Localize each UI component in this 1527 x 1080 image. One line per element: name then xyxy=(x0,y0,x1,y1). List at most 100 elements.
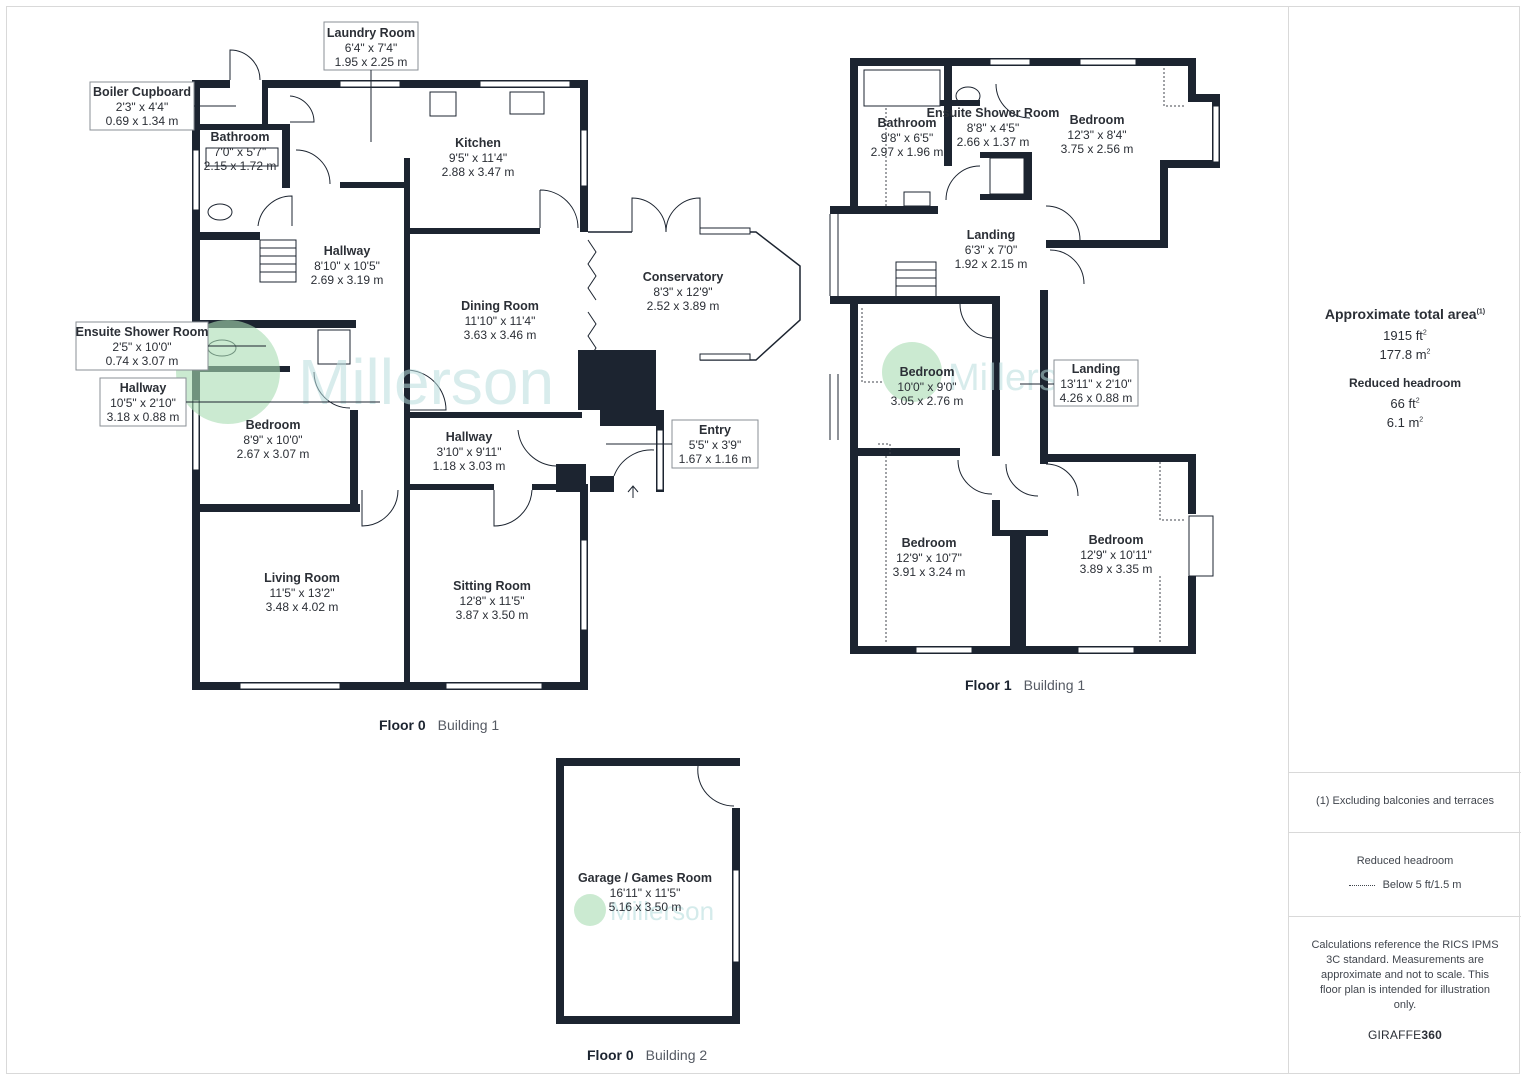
door[interactable] xyxy=(945,165,981,201)
door[interactable] xyxy=(957,459,993,495)
room-name: Garage / Games Room xyxy=(578,871,712,885)
building-label: Building 1 xyxy=(1024,677,1086,693)
wall xyxy=(1188,576,1196,654)
door[interactable] xyxy=(313,371,351,409)
wall xyxy=(200,232,260,240)
room-name: Bedroom xyxy=(900,365,955,379)
door[interactable] xyxy=(1045,205,1081,241)
wall xyxy=(980,152,1030,158)
room-dim-imperial: 9'5" x 11'4" xyxy=(449,151,507,165)
wall xyxy=(282,124,290,188)
floor-plan-drawing: Millerson Millerson Millerson Laundry Ro… xyxy=(75,21,1220,1063)
wall xyxy=(350,410,358,510)
wall xyxy=(404,484,410,684)
door[interactable] xyxy=(995,83,1031,119)
callout-box xyxy=(99,377,187,427)
room-name: Dining Room xyxy=(461,299,539,313)
callout-box xyxy=(323,21,419,71)
window xyxy=(192,149,200,211)
door[interactable] xyxy=(361,489,399,527)
door[interactable] xyxy=(257,195,293,227)
floor1-building1-plan xyxy=(829,58,1220,654)
room-name: Boiler Cupboard xyxy=(93,85,191,99)
gallery-window xyxy=(829,214,839,440)
room-dim-metric: 1.18 x 3.03 m xyxy=(433,459,506,473)
room-dim-metric: 3.89 x 3.35 m xyxy=(1080,562,1153,576)
window xyxy=(445,682,543,690)
room-dim-imperial: 8'8" x 4'5" xyxy=(967,121,1019,135)
wall xyxy=(196,124,290,130)
window xyxy=(239,682,341,690)
wall xyxy=(992,300,1000,456)
divider xyxy=(1289,772,1521,773)
wall xyxy=(404,412,582,418)
room-name: Ensuite Shower Room xyxy=(927,106,1060,120)
room-dim-metric: 2.52 x 3.89 m xyxy=(647,299,720,313)
door[interactable] xyxy=(697,765,735,807)
door[interactable] xyxy=(1049,249,1085,285)
room-dim-metric: 3.75 x 2.56 m xyxy=(1061,142,1134,156)
door[interactable] xyxy=(493,489,533,527)
room-dim-metric: 3.18 x 0.88 m xyxy=(107,410,180,424)
room-name: Landing xyxy=(1072,362,1121,376)
wall xyxy=(992,530,1048,536)
disclaimer: Calculations reference the RICS IPMS 3C … xyxy=(1311,939,1499,1011)
room-name: Bedroom xyxy=(1089,533,1144,547)
room-name: Entry xyxy=(699,423,731,437)
room-name: Conservatory xyxy=(643,270,724,284)
room-dim-imperial: 2'3" x 4'4" xyxy=(116,100,168,114)
floor-label: Floor 1 xyxy=(965,677,1012,693)
callout-box xyxy=(671,419,759,469)
divider xyxy=(1289,832,1521,833)
door[interactable] xyxy=(295,149,331,185)
door[interactable] xyxy=(959,303,995,339)
door[interactable] xyxy=(405,369,447,411)
room-name: Bathroom xyxy=(877,116,936,130)
wall xyxy=(340,182,408,188)
door[interactable] xyxy=(613,449,655,477)
room-name: Living Room xyxy=(264,571,340,585)
window xyxy=(656,429,664,491)
floor0-building2-plan xyxy=(556,758,740,1024)
room-dim-imperial: 11'5" x 13'2" xyxy=(270,586,335,600)
reduced-headroom-line xyxy=(861,68,1186,644)
millerson-m-logo-icon xyxy=(574,894,606,926)
wall xyxy=(1160,160,1168,246)
room-dim-metric: 1.67 x 1.16 m xyxy=(679,452,752,466)
window xyxy=(699,353,751,361)
room-dim-metric: 2.97 x 1.96 m xyxy=(871,145,944,159)
room-dim-metric: 2.15 x 1.72 m xyxy=(204,159,277,173)
bifold-door[interactable] xyxy=(587,239,597,361)
wall xyxy=(556,464,586,492)
callout-box xyxy=(75,321,209,371)
room-name: Bedroom xyxy=(246,418,301,432)
window xyxy=(699,227,751,235)
window xyxy=(732,869,740,963)
room-dim-imperial: 8'10" x 10'5" xyxy=(314,259,380,273)
room-dim-imperial: 12'8" x 11'5" xyxy=(460,594,525,608)
wall xyxy=(1010,530,1026,654)
room-name: Hallway xyxy=(446,430,493,444)
door[interactable] xyxy=(517,429,557,467)
wall xyxy=(262,80,588,88)
wall xyxy=(200,504,360,512)
room-name: Hallway xyxy=(120,381,167,395)
door[interactable] xyxy=(1005,463,1039,497)
door[interactable] xyxy=(631,197,701,233)
toilet-fixture xyxy=(207,203,233,221)
door[interactable] xyxy=(289,95,315,123)
wall xyxy=(200,320,356,328)
room-name: Hallway xyxy=(324,244,371,258)
wall xyxy=(1188,94,1220,102)
door[interactable] xyxy=(1045,463,1079,497)
door[interactable] xyxy=(229,49,261,81)
brand-mark: GIRAFFE360 xyxy=(1367,1028,1443,1042)
window xyxy=(915,646,973,654)
wall xyxy=(600,410,656,426)
door[interactable] xyxy=(539,189,579,229)
wall xyxy=(850,300,858,654)
building-label: Building 2 xyxy=(646,1047,708,1063)
wall xyxy=(192,682,588,690)
window xyxy=(1188,515,1214,577)
wall xyxy=(578,350,656,410)
